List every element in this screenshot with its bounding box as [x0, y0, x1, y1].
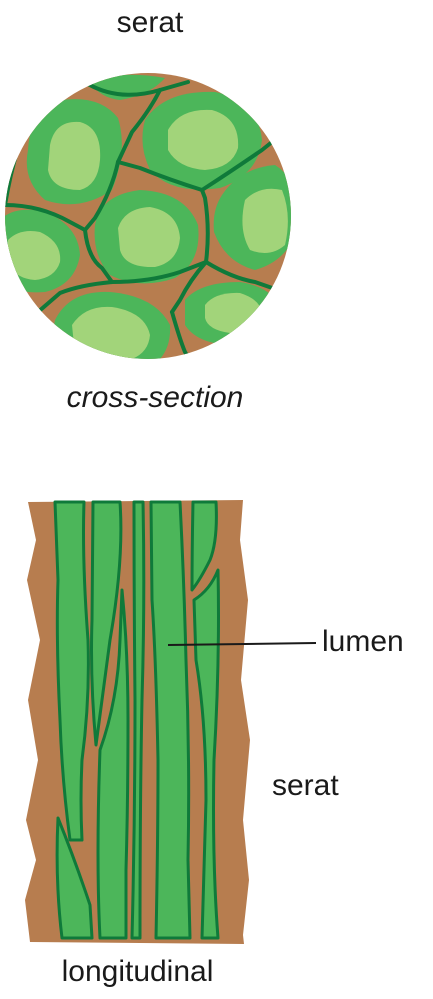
longitudinal-caption: longitudinal [61, 955, 214, 988]
lumen-leader-line [167, 642, 317, 646]
cell-right [213, 165, 291, 270]
top-title: serat [116, 6, 184, 39]
cell-top-right [142, 91, 262, 190]
cross-section-diagram [5, 73, 291, 359]
fiber-1b [55, 816, 94, 940]
fiber-1 [53, 500, 90, 842]
cell-bottom-right [185, 282, 280, 345]
cell-top-left [26, 99, 122, 205]
fiber-3 [96, 588, 130, 940]
fiber-6 [190, 500, 218, 592]
serat-side-label: serat [272, 769, 339, 802]
cell-center [94, 190, 199, 284]
longitudinal-fibers [53, 500, 220, 940]
longitudinal-diagram [25, 500, 317, 944]
cell-left [5, 209, 80, 293]
cross-section-caption: cross-section [66, 381, 244, 414]
fiber-4 [130, 500, 146, 940]
cross-cells [5, 74, 291, 359]
fiber-2 [90, 500, 123, 747]
fiber-5 [149, 500, 192, 940]
fiber-7 [192, 568, 220, 940]
lumen-label: lumen [322, 625, 404, 658]
